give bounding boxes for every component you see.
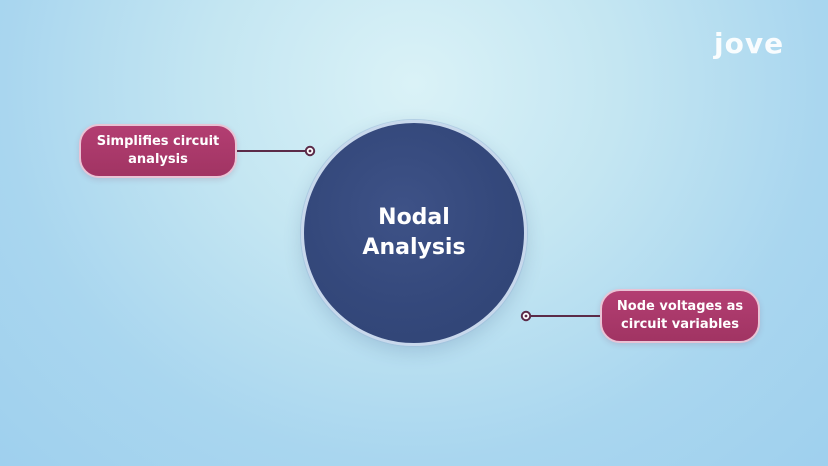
jove-logo: jove (714, 28, 790, 62)
center-label: Nodal Analysis (362, 205, 466, 260)
callout-right-label: Node voltages as circuit variables (616, 299, 744, 332)
callout-node-voltages: Node voltages as circuit variables (600, 289, 760, 343)
callout-simplifies-analysis: Simplifies circuit analysis (79, 124, 237, 178)
left-connector-dot-center (308, 149, 312, 153)
nodal-analysis-circle: Nodal Analysis (301, 120, 527, 346)
callout-left-label: Simplifies circuit analysis (96, 134, 220, 167)
logo-text: jove (714, 27, 785, 60)
right-connector-dot-center (524, 314, 528, 318)
